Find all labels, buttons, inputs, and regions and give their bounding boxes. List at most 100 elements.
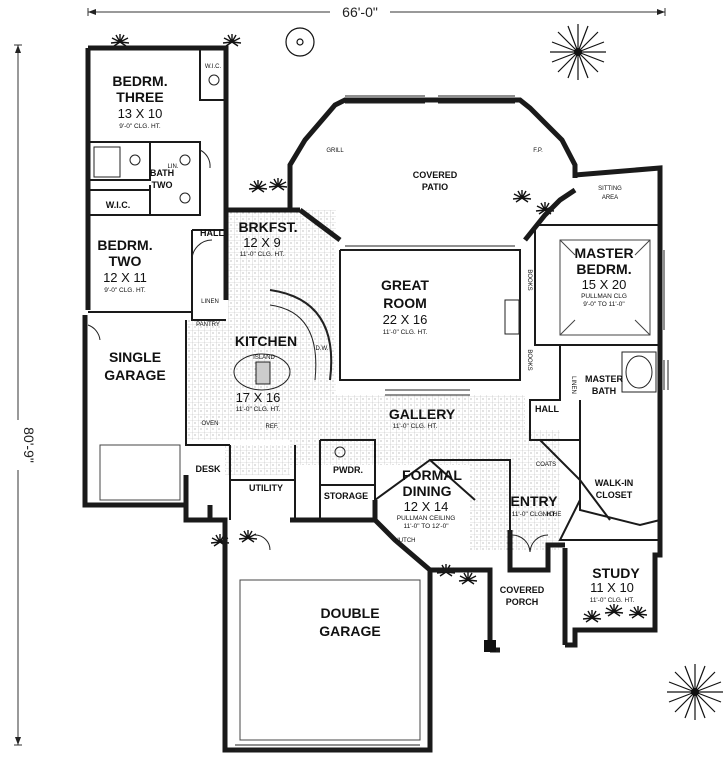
island-label: ISLAND — [253, 355, 275, 361]
great-room-name-2: ROOM — [383, 295, 427, 311]
covered-patio-name: COVERED — [413, 170, 458, 180]
bedroom-two-size: 12 X 11 — [103, 270, 147, 285]
room-kitchen: KITCHEN 17 X 16 11'-0" CLG. HT. — [235, 333, 297, 413]
room-study: STUDY 11 X 10 11'-0" CLG. HT. — [590, 565, 641, 604]
kitchen-size: 17 X 16 — [236, 390, 281, 405]
breakfast-note: 11'-0" CLG. HT. — [240, 251, 285, 258]
master-bath-name-2: BATH — [592, 386, 616, 396]
great-room-size: 22 X 16 — [383, 312, 428, 327]
double-garage-name: DOUBLE — [320, 605, 379, 621]
fireplace-label: F.P. — [533, 148, 543, 154]
lin-label: LIN. — [167, 164, 178, 170]
grill-label: GRILL — [326, 148, 344, 154]
tiled-floors — [186, 210, 560, 550]
single-garage-name-2: GARAGE — [104, 367, 165, 383]
hall-bedrooms-label: HALL — [200, 228, 224, 238]
bedroom-three-note: 9'-0" CLG. HT. — [119, 123, 161, 130]
bath-two-name: BATH — [150, 168, 174, 178]
books-upper-label: BOOKS — [526, 269, 532, 290]
entry-name: ENTRY — [511, 493, 559, 509]
sitting-area-name: SITTING — [598, 186, 622, 192]
room-formal-dining: FORMAL DINING 12 X 14 PULLMAN CEILING 11… — [397, 467, 463, 530]
desk-label: DESK — [195, 464, 221, 474]
books-lower-label: BOOKS — [526, 349, 532, 370]
covered-patio-name-2: PATIO — [422, 182, 448, 192]
coats-label: COATS — [536, 462, 556, 468]
bedroom-three-name: BEDRM. — [112, 73, 167, 89]
kitchen-name: KITCHEN — [235, 333, 297, 349]
niche-label: NICHE — [543, 512, 562, 518]
breakfast-size: 12 X 9 — [243, 235, 281, 250]
interior-walls — [88, 48, 661, 541]
room-covered-patio: COVERED PATIO — [413, 170, 458, 192]
wic-two-label: W.I.C. — [106, 200, 131, 210]
breakfast-name: BRKFST. — [238, 219, 297, 235]
sitting-area-name-2: AREA — [602, 195, 618, 201]
study-size: 11 X 10 — [590, 580, 634, 595]
width-dimension: 66'-0" — [87, 2, 666, 20]
walk-in-closet-name: WALK-IN — [595, 478, 634, 488]
wic-three-label: W.I.C. — [205, 64, 222, 70]
bedroom-two-note: 9'-0" CLG. HT. — [104, 287, 146, 294]
room-breakfast: BRKFST. 12 X 9 11'-0" CLG. HT. — [238, 219, 297, 258]
room-double-garage: DOUBLE GARAGE — [319, 605, 380, 639]
master-bath-name: MASTER — [585, 374, 624, 384]
fixtures — [87, 74, 657, 741]
depth-dimension: 80'-9" — [8, 44, 37, 746]
kitchen-note: 11'-0" CLG. HT. — [236, 406, 281, 413]
powder-label: PWDR. — [333, 465, 363, 475]
bedroom-two-name-2: TWO — [109, 253, 142, 269]
entry-note: 11'-0" CLG. HT. — [512, 511, 557, 518]
double-garage-name-2: GARAGE — [319, 623, 380, 639]
landscape-trees — [110, 24, 723, 720]
formal-dining-size: 12 X 14 — [404, 499, 449, 514]
formal-dining-note: PULLMAN CEILING — [397, 515, 456, 522]
master-bedroom-name-2: BEDRM. — [576, 261, 631, 277]
ref-label: REF. — [265, 424, 278, 430]
room-master-bath: MASTER BATH — [585, 374, 624, 396]
bath-two-name-2: TWO — [152, 180, 173, 190]
gallery-note: 11'-0" CLG. HT. — [393, 423, 438, 430]
bedroom-three-name-2: THREE — [116, 89, 163, 105]
room-great-room: GREAT ROOM 22 X 16 11'-0" CLG. HT. — [381, 277, 429, 336]
depth-label: 80'-9" — [21, 427, 37, 463]
pantry-label: PANTRY — [196, 322, 220, 328]
master-bedroom-note-2: 9'-0" TO 11'-0" — [583, 301, 625, 308]
walk-in-closet-name-2: CLOSET — [596, 490, 633, 500]
great-room-name: GREAT — [381, 277, 429, 293]
formal-dining-name-2: DINING — [403, 483, 452, 499]
room-gallery: GALLERY 11'-0" CLG. HT. — [389, 406, 456, 430]
hall-master-label: HALL — [535, 404, 559, 414]
room-bedroom-two: BEDRM. TWO 12 X 11 9'-0" CLG. HT. — [97, 237, 152, 294]
study-note: 11'-0" CLG. HT. — [590, 597, 635, 604]
great-room-note: 11'-0" CLG. HT. — [383, 329, 428, 336]
room-master-bedroom: MASTER BEDRM. 15 X 20 PULLMAN CLG 9'-0" … — [559, 239, 651, 336]
width-label: 66'-0" — [342, 4, 378, 20]
room-entry: ENTRY 11'-0" CLG. HT. — [511, 493, 559, 518]
linen-master-label: LINEN — [570, 376, 576, 394]
dw-label: D.W. — [316, 346, 329, 352]
windows — [235, 95, 669, 751]
gallery-name: GALLERY — [389, 406, 456, 422]
room-single-garage: SINGLE GARAGE — [104, 349, 165, 383]
study-name: STUDY — [592, 565, 640, 581]
linen-bedrooms-label: LINEN — [201, 299, 219, 305]
bedroom-two-name: BEDRM. — [97, 237, 152, 253]
oven-label: OVEN — [201, 421, 218, 427]
storage-label: STORAGE — [324, 491, 368, 501]
bedroom-three-size: 13 X 10 — [118, 106, 163, 121]
master-bedroom-note: PULLMAN CLG — [581, 293, 627, 300]
master-bedroom-name: MASTER — [574, 245, 633, 261]
room-covered-porch: COVERED PORCH — [500, 585, 545, 607]
utility-label: UTILITY — [249, 483, 283, 493]
formal-dining-note-2: 11'-0" TO 12'-0" — [403, 523, 449, 530]
room-bath-two: BATH TWO — [150, 168, 174, 190]
master-bedroom-size: 15 X 20 — [582, 277, 627, 292]
room-bedroom-three: BEDRM. THREE 13 X 10 9'-0" CLG. HT. — [112, 73, 167, 130]
hutch-label: HUTCH — [395, 538, 416, 544]
single-garage-name: SINGLE — [109, 349, 161, 365]
formal-dining-name: FORMAL — [402, 467, 462, 483]
covered-porch-name-2: PORCH — [506, 597, 539, 607]
room-walk-in-closet: WALK-IN CLOSET — [595, 478, 634, 500]
